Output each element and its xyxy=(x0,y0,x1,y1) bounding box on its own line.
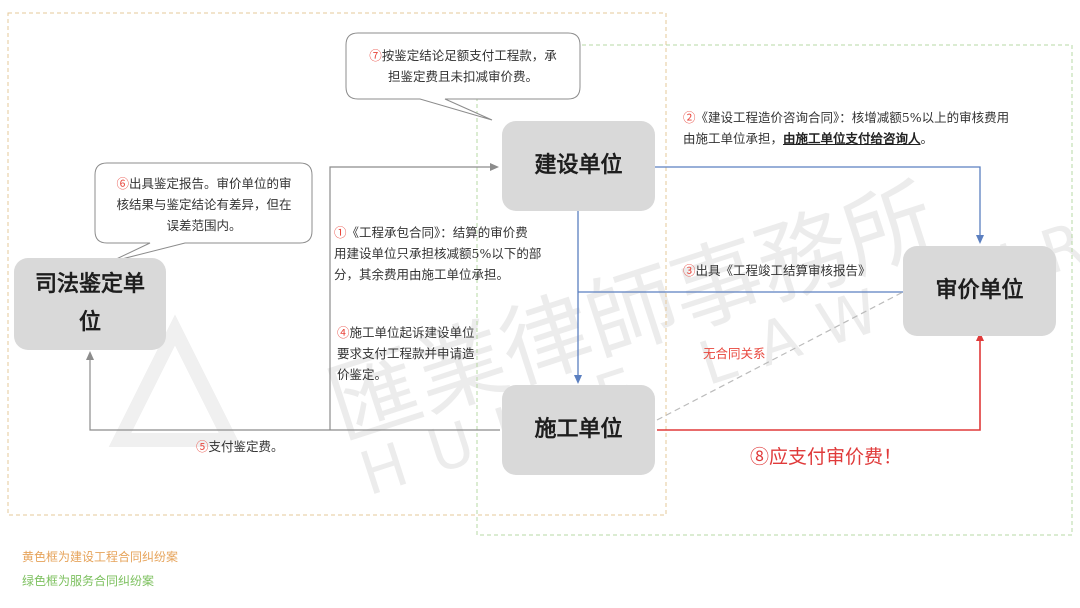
callout-6-number: ⑥ xyxy=(116,176,129,191)
line-no-contract xyxy=(656,291,904,421)
node-audit-unit-label: 审价单位 xyxy=(935,278,1024,303)
arrow-pay-judicial xyxy=(86,351,500,431)
yellow-frame xyxy=(7,12,667,516)
note-5-number: ⑤ xyxy=(196,439,209,454)
note-1-line-3: 分，其余费用由施工单位承担。 xyxy=(334,267,510,282)
callout-6-line-2: 核结果与鉴定结论有差异，但在 xyxy=(116,197,292,212)
callout-6-line-3: 误差范围内。 xyxy=(166,218,242,233)
note-5: ⑤支付鉴定费。 xyxy=(196,439,284,454)
note-1-line-1: ①《工程承包合同》：结算的审价费 xyxy=(334,225,528,240)
note-2-line-2: 由施工单位承担，由施工单位支付给咨询人。 xyxy=(683,131,934,146)
node-judicial-unit-label-1: 司法鉴定单 xyxy=(34,272,145,297)
note-4-line-3: 价鉴定。 xyxy=(337,367,388,382)
node-builder-unit-label: 施工单位 xyxy=(534,417,623,442)
note-4-number: ④ xyxy=(337,325,350,340)
callout-7-line-2: 担鉴定费且未扣减审价费。 xyxy=(387,69,538,84)
callout-6-line-1: ⑥出具鉴定报告。审价单位的审 xyxy=(116,176,292,191)
callout-7-number: ⑦ xyxy=(369,48,382,63)
node-construction-unit-label: 建设单位 xyxy=(534,153,623,178)
legend-yellow: 黄色框为建设工程合同纠纷案 xyxy=(22,550,179,564)
arrow-lawsuit xyxy=(329,163,499,430)
node-audit-unit[interactable]: 审价单位 xyxy=(903,246,1056,336)
note-4: ④施工单位起诉建设单位 要求支付工程款并申请造 价鉴定。 xyxy=(337,322,497,385)
note-2-line-1: ②《建设工程造价咨询合同》：核增减额5%以上的审核费用 xyxy=(683,110,1010,125)
watermark-triangle xyxy=(108,314,242,447)
callout-7-text: ⑦按鉴定结论足额支付工程款，承 担鉴定费且未扣减审价费。 xyxy=(350,45,576,87)
note-1-number: ① xyxy=(334,225,347,240)
node-judicial-unit-label-2: 位 xyxy=(78,310,101,335)
callout-6-bubble xyxy=(94,162,313,263)
note-3: ③出具《工程竣工结算审核报告》 xyxy=(683,263,871,278)
callout-6-text: ⑥出具鉴定报告。审价单位的审 核结果与鉴定结论有差异，但在 误差范围内。 xyxy=(100,173,308,236)
node-judicial-unit[interactable]: 司法鉴定单 位 xyxy=(14,258,166,350)
callout-7-bubble xyxy=(345,32,581,121)
note-3-number: ③ xyxy=(683,263,696,278)
note-1-line-2: 用建设单位只承担核减额5%以下的部 xyxy=(334,246,542,261)
note-4-line-2: 要求支付工程款并申请造 xyxy=(337,346,475,361)
note-2-emphasis: 由施工单位支付给咨询人 xyxy=(783,131,921,146)
no-contract-label: 无合同关系 xyxy=(703,346,766,361)
note-1: ①《工程承包合同》：结算的审价费 用建设单位只承担核减额5%以下的部 分，其余费… xyxy=(334,222,574,285)
note-2-number: ② xyxy=(683,110,696,125)
note-4-line-1: ④施工单位起诉建设单位 xyxy=(337,325,475,340)
node-builder-unit[interactable]: 施工单位 xyxy=(502,385,655,475)
callout-7-line-1: ⑦按鉴定结论足额支付工程款，承 xyxy=(369,48,557,63)
node-construction-unit[interactable]: 建设单位 xyxy=(502,121,655,211)
green-frame xyxy=(476,44,1073,536)
note-8: ⑧应支付审价费！ xyxy=(750,446,903,468)
arrow-construction-to-audit xyxy=(655,166,984,244)
legend-green: 绿色框为服务合同纠纷案 xyxy=(22,574,155,588)
arrow-builder-to-audit xyxy=(657,332,984,431)
note-2: ②《建设工程造价咨询合同》：核增减额5%以上的审核费用 由施工单位承担，由施工单… xyxy=(683,107,1073,149)
